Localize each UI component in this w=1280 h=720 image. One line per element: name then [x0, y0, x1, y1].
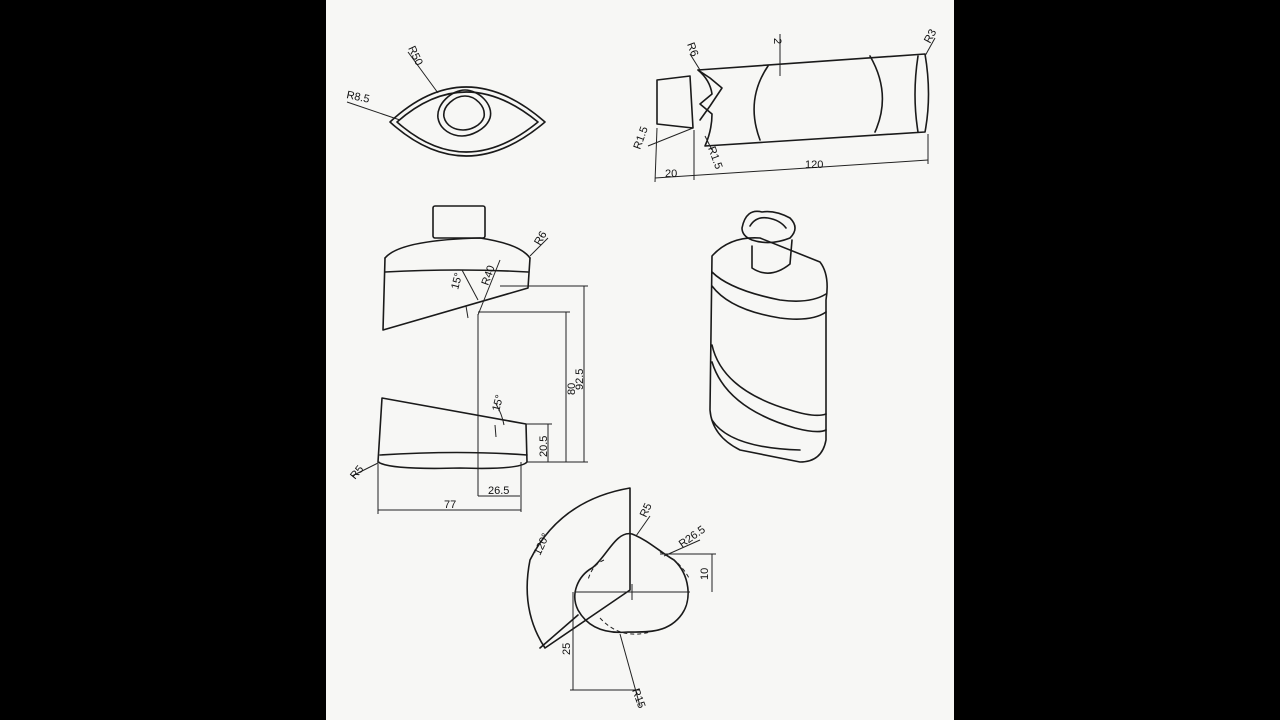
section-label-r5: R5	[638, 501, 655, 519]
iso-shoulder-curve	[711, 271, 827, 302]
front-view-label-77: 77	[444, 499, 456, 511]
top-view-leader-r50	[407, 51, 439, 94]
side-bar-groove	[753, 55, 884, 141]
front-view-label-r6: R6	[532, 229, 549, 247]
section-view: 10 R26.5 R5 120° 25 R15	[526, 487, 716, 710]
iso-neck	[751, 239, 793, 274]
front-view-label-80: 80	[566, 383, 578, 395]
side-bar-label-r1-5-top: R1.5	[632, 125, 651, 151]
side-bar-label-2: 2	[771, 38, 783, 44]
side-bar-label-r1-5-bottom: R1.5	[705, 145, 724, 171]
top-view-inner-lens	[396, 91, 539, 153]
front-view-shoulder	[384, 237, 531, 259]
front-view-label-15-top: 15°	[449, 272, 465, 291]
front-view-center-mark-bottom	[494, 424, 497, 438]
side-bar-label-r6: R6	[684, 41, 700, 58]
isometric-view	[709, 210, 828, 463]
iso-cap-top	[741, 210, 796, 244]
front-view-upper-outline	[382, 257, 531, 331]
top-view-leader-r8-5	[346, 101, 401, 121]
iso-lower-band-bottom	[711, 361, 827, 433]
front-view-leader-r5	[351, 461, 381, 477]
section-label-r26-5: R26.5	[677, 524, 708, 551]
section-leader-r26-5	[663, 539, 701, 557]
top-view-label-r8-5: R8.5	[345, 89, 370, 106]
top-view-label-r50: R50	[405, 44, 424, 67]
iso-shoulder-band	[711, 285, 827, 320]
top-view-outer-lens	[389, 86, 546, 157]
section-outer-arc	[526, 487, 631, 649]
front-view-label-20-5: 20.5	[538, 436, 550, 457]
section-trilobe	[574, 533, 689, 634]
side-bar-label-r3: R3	[922, 27, 939, 45]
front-view-label-r40: R40	[480, 264, 498, 287]
section-leader-r5	[635, 515, 651, 537]
front-view-angle-arc-top	[461, 269, 479, 301]
side-bar-neck	[656, 75, 694, 129]
side-bar-dim-line	[654, 159, 929, 179]
drawing-sheet	[326, 0, 954, 720]
iso-cap-inner	[749, 216, 787, 229]
top-view-trilobe-outer	[437, 89, 492, 137]
front-view-base-band	[379, 451, 528, 456]
section-label-10: 10	[699, 568, 711, 580]
side-bar-view: 2 R6 R3 R1.5 R1.5 20 120	[632, 27, 939, 183]
section-label-25: 25	[561, 643, 573, 655]
front-view: R6 15° R40 80 92.5 15° 20.5 R5 26.5 77	[348, 205, 588, 514]
side-bar-notch	[697, 69, 723, 121]
side-bar-leader-r3	[924, 37, 936, 57]
iso-lower-band-top	[711, 344, 827, 417]
front-view-leader-r6	[529, 237, 549, 257]
front-view-label-92-5: 92.5	[574, 369, 586, 390]
section-leader-r15	[619, 633, 641, 707]
front-view-label-15-bottom: 15°	[490, 394, 506, 413]
iso-base-line	[711, 419, 801, 451]
side-bar-label-20: 20	[665, 168, 677, 180]
side-bar-body	[697, 53, 930, 147]
section-inner-arc	[539, 614, 579, 649]
section-label-r15: R15	[629, 687, 647, 710]
top-view: R50 R8.5	[345, 44, 546, 157]
front-view-upper-band	[384, 269, 529, 273]
front-view-label-r5: R5	[348, 463, 366, 481]
front-view-label-26-5: 26.5	[488, 485, 509, 497]
side-bar-ext-left	[654, 127, 658, 183]
side-bar-right-end	[914, 55, 919, 133]
front-view-angle-arc-bottom	[495, 403, 505, 426]
side-bar-leader-r1-5-bottom	[704, 135, 713, 151]
front-view-leader-r40	[477, 259, 501, 316]
side-bar-leader-r6	[689, 53, 701, 71]
top-view-trilobe-inner	[443, 95, 485, 131]
section-construct-dashed	[587, 551, 691, 635]
side-bar-leader-r1-5-top	[647, 127, 694, 147]
section-label-120: 120°	[532, 532, 552, 558]
side-bar-label-120: 120	[805, 159, 823, 171]
front-view-cap	[432, 205, 486, 239]
iso-body	[709, 237, 828, 463]
front-view-lower-outline	[377, 397, 528, 470]
front-view-center-mark-top	[465, 305, 469, 319]
